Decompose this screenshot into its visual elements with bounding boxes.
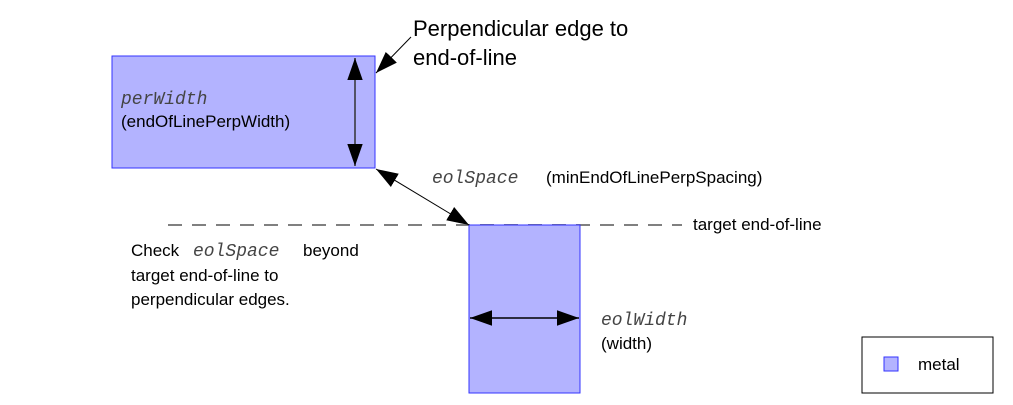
perpendicular-edge-leader-arrow [375,36,412,74]
eol-metal-shape [468,224,581,394]
legend-metal-swatch [883,356,899,372]
perpendicular-edge-label-line1: Perpendicular edge to [413,16,628,41]
legend: metal [861,336,994,394]
perpendicular-edge-label-line2: end-of-line [413,45,517,70]
per-width-desc: (endOfLinePerpWidth) [121,112,290,131]
eol-space-param: eolSpace [432,169,518,189]
check-note-prefix: Check [131,241,180,260]
check-note-line3: perpendicular edges. [131,290,290,309]
eol-width-desc: (width) [601,334,652,353]
eol-space-desc: (minEndOfLinePerpSpacing) [546,168,762,187]
check-note-line2: target end-of-line to [131,266,278,285]
eol-width-param: eolWidth [601,311,687,331]
per-width-param: perWidth [120,90,207,110]
target-end-of-line-label: target end-of-line [693,215,822,234]
check-note-param: eolSpace [193,242,279,262]
perpendicular-metal-shape [111,55,376,169]
eol-space-arrow [375,168,470,226]
check-note-suffix: beyond [303,241,359,260]
legend-metal-label: metal [918,355,960,374]
